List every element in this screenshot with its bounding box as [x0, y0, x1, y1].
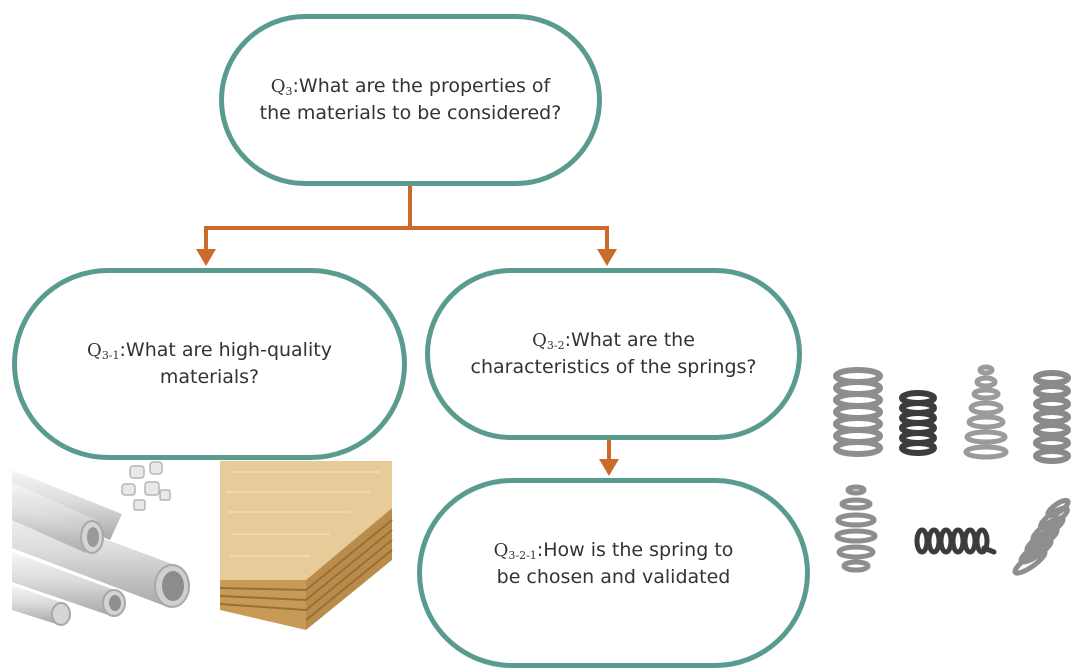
pipe-fittings-icon: [121, 461, 171, 511]
question-text-line1: :How is the spring to: [536, 539, 734, 562]
plywood-image: [219, 461, 393, 630]
question-id: Q3: [270, 76, 293, 99]
spring-icon: [914, 527, 997, 555]
spring-icon: [963, 364, 1009, 460]
connector-layer: [196, 184, 619, 476]
question-id: Q3-1: [87, 340, 120, 363]
question-text-line2: materials?: [159, 366, 260, 389]
question-text-line1: :What are the properties of: [292, 75, 551, 98]
spring-icon: [834, 484, 878, 573]
spring-icon: [1033, 370, 1071, 464]
question-node-q3: Q3:What are the properties of the materi…: [219, 14, 602, 186]
question-text-line1: :What are the: [564, 329, 695, 352]
question-text-line2: the materials to be considered?: [259, 102, 562, 125]
question-id: Q3-2: [532, 330, 565, 353]
spring-icon: [1012, 497, 1071, 576]
pvc-pipes-image: [12, 461, 190, 626]
question-node-q3-2: Q3-2:What are the characteristics of the…: [425, 268, 802, 440]
springs-image: [833, 364, 1071, 576]
question-id: Q3-2-1: [493, 540, 537, 563]
question-node-q3-1: Q3-1:What are high-quality materials?: [12, 268, 407, 460]
question-node-q3-2-1: Q3-2-1:How is the spring to be chosen an…: [417, 478, 810, 668]
spring-icon: [833, 367, 883, 457]
arrowhead-right-icon: [597, 249, 617, 266]
spring-icon: [899, 390, 937, 456]
question-text-line2: characteristics of the springs?: [470, 356, 757, 379]
arrowhead-left-icon: [196, 249, 216, 266]
question-text-line2: be chosen and validated: [496, 566, 731, 589]
arrowhead-down-icon: [599, 459, 619, 476]
question-text-line1: :What are high-quality: [119, 339, 332, 362]
